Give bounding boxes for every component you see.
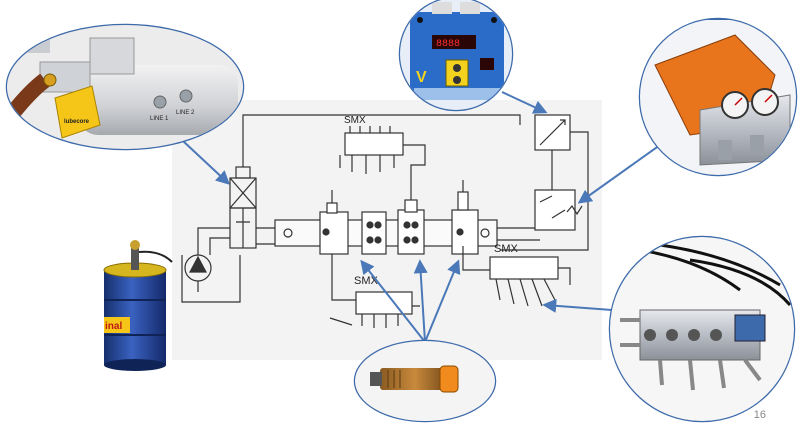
svg-text:8888: 8888 — [436, 39, 460, 50]
valve-block-2 — [361, 211, 387, 255]
brand-label: lubecore — [64, 119, 90, 125]
drum-label: inal — [105, 321, 122, 332]
smx-distributor-bubble — [608, 235, 796, 423]
page-number: 16 — [753, 409, 766, 421]
hydraulic-schematic — [181, 114, 589, 328]
valve-block-4 — [451, 209, 479, 255]
arrow-controller-to-regulator — [501, 91, 548, 114]
pump-unit-bubble: LINE 1 LINE 2 lubecore — [5, 23, 245, 151]
controller-panel — [410, 12, 504, 100]
arrow-pump-to-valve — [182, 140, 231, 185]
controller-display — [432, 35, 476, 49]
lubricant-drum: inal — [103, 240, 173, 371]
sensor-body — [380, 368, 450, 390]
pump-line1-label: LINE 1 — [150, 116, 169, 122]
port-line-2-icon — [179, 89, 193, 103]
controller-bubble: 8888 V — [398, 0, 514, 112]
proximity-sensor-bubble — [353, 339, 497, 423]
controller-button-icon — [445, 59, 469, 87]
smx-right-block — [489, 256, 559, 280]
smx-top-block — [344, 132, 404, 156]
pump-line2-label: LINE 2 — [176, 110, 195, 116]
valve-block-3 — [397, 209, 425, 255]
main-line — [256, 227, 275, 245]
arrow-manifold-to-smx — [542, 298, 613, 313]
hose — [7, 73, 50, 135]
smx-bottom-block — [355, 291, 413, 315]
controller-logo: V — [416, 69, 427, 86]
arrow-orange-to-switch — [577, 144, 661, 204]
arrow-sensor-to-block-2 — [413, 259, 428, 343]
arrow-sensor-to-block-3 — [424, 259, 461, 343]
tank-outline — [181, 255, 241, 303]
cables — [639, 243, 792, 306]
smx-label-bottom: SMX — [354, 275, 379, 287]
smx-label-top: SMX — [344, 115, 366, 126]
port-line-1-icon — [153, 95, 167, 109]
yellow-sticker — [54, 85, 101, 139]
arrow-sensor-to-block-1 — [360, 259, 426, 343]
pressure-gauge-bubble — [638, 17, 798, 177]
smx-label-right: SMX — [494, 243, 519, 255]
callout-arrows — [182, 91, 661, 343]
